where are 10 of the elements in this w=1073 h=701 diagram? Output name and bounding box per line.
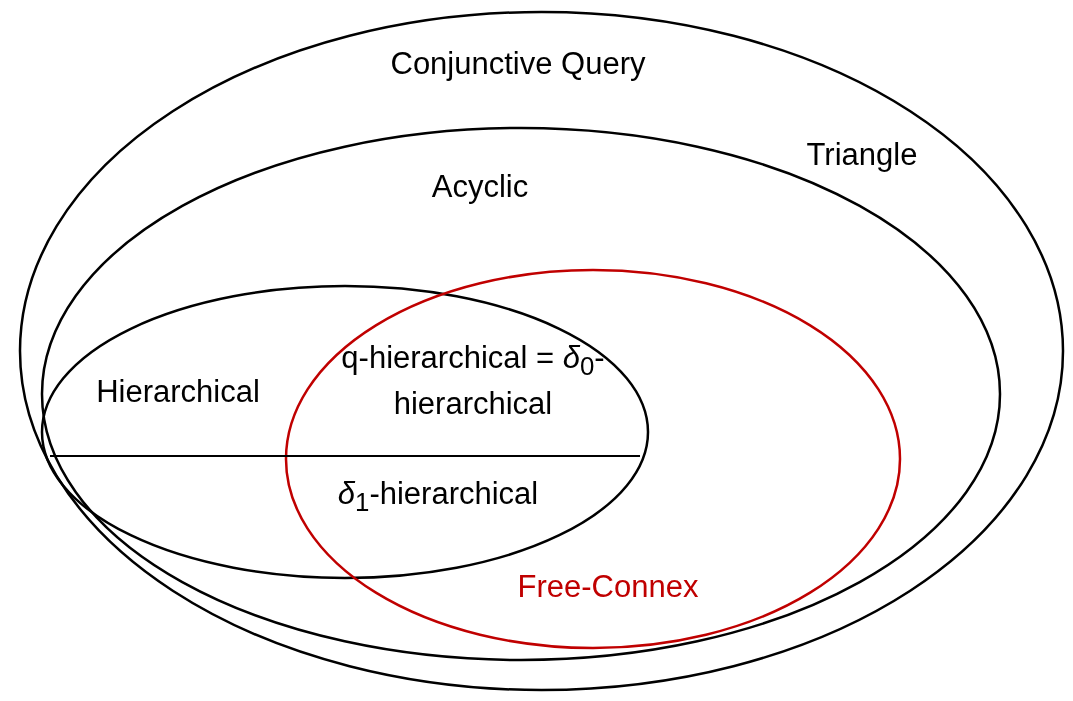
set-label: Conjunctive Query xyxy=(390,44,646,83)
set-ellipse xyxy=(20,12,1063,690)
set-label: Free-Connex xyxy=(517,567,699,606)
set-ellipse xyxy=(42,128,1000,660)
region-label: q-hierarchical = δ$_{0}$-hierarchical xyxy=(340,339,606,423)
set-label: Acyclic xyxy=(431,167,529,206)
region-label: Triangle xyxy=(806,135,918,174)
set-label: Hierarchical xyxy=(96,372,260,411)
set-ellipse xyxy=(286,270,900,648)
region-label: δ$_{1}$-hierarchical xyxy=(337,475,539,519)
